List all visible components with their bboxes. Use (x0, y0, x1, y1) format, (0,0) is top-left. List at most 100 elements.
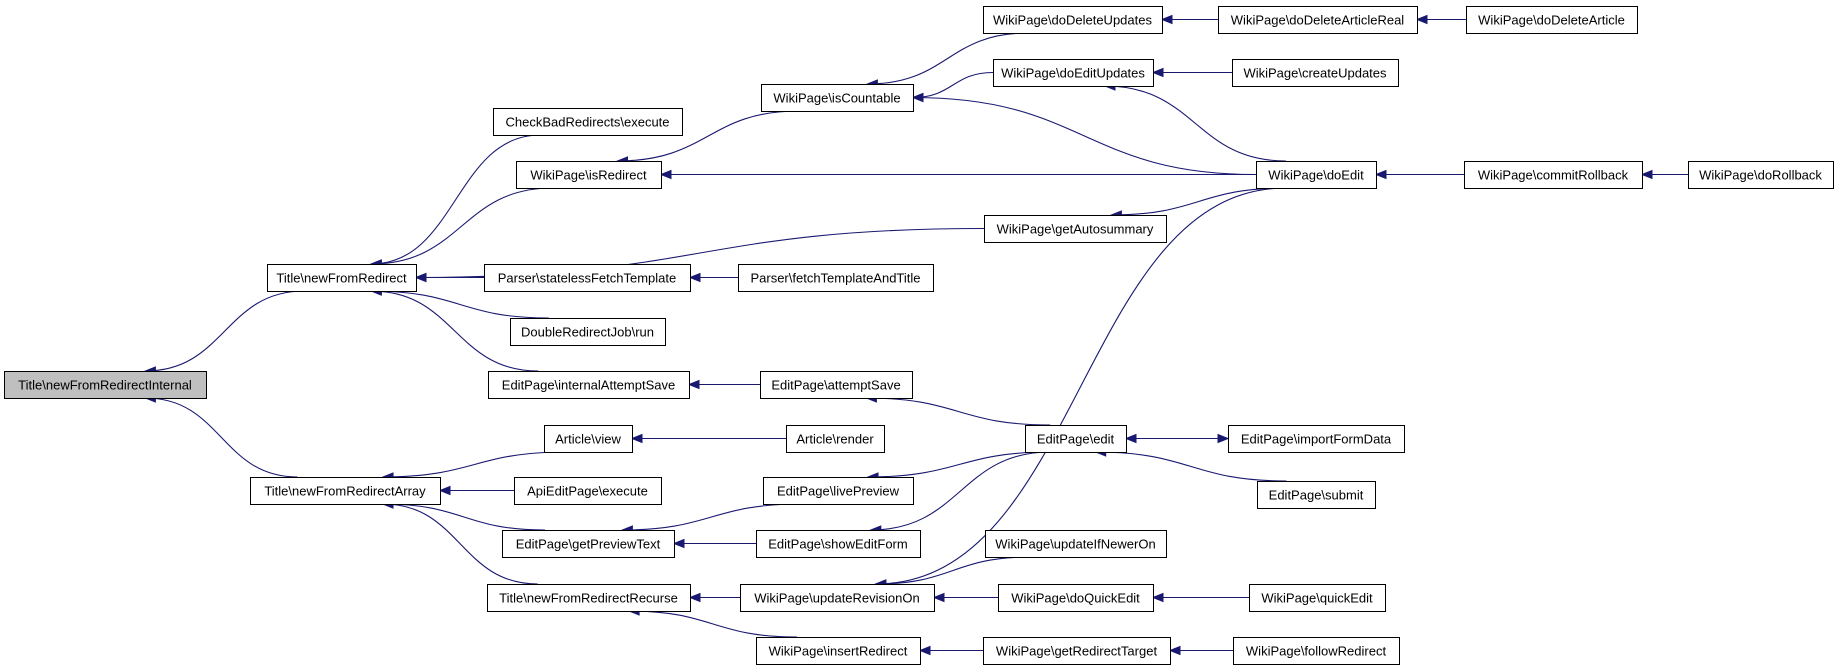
node-box (1688, 161, 1834, 189)
node-wikipage-isredirect[interactable]: WikiPage\isRedirect (516, 161, 662, 189)
node-editpage-importformdata[interactable]: EditPage\importFormData (1228, 425, 1405, 453)
node-wikipage-dorollback[interactable]: WikiPage\doRollback (1688, 161, 1834, 189)
arrowhead-35 (688, 592, 701, 603)
node-article-view[interactable]: Article\view (544, 425, 633, 453)
node-wikipage-updaterevisionon[interactable]: WikiPage\updateRevisionOn (740, 584, 935, 612)
node-wikipage-updateifneweron[interactable]: WikiPage\updateIfNewerOn (985, 530, 1167, 558)
node-doubleredirectjob-run[interactable]: DoubleRedirectJob\run (510, 318, 666, 346)
arrowhead-13 (659, 169, 672, 180)
node-title-newfromredirectrecurse[interactable]: Title\newFromRedirectRecurse (487, 584, 691, 612)
node-box (516, 161, 662, 189)
edge-wikipage-updateifneweron-to-wikipage-updaterevisionon (875, 556, 1031, 585)
edge-editpage-edit-to-editpage-showeditform (870, 451, 1051, 531)
node-wikipage-iscountable[interactable]: WikiPage\isCountable (761, 84, 914, 112)
node-box (514, 477, 662, 505)
node-box (761, 84, 914, 112)
node-editpage-attemptsave[interactable]: EditPage\attemptSave (760, 371, 913, 399)
node-label: WikiPage\doQuickEdit (1011, 591, 1140, 606)
edge-wikipage-doedit-to-wikipage-doeditupdates (1104, 85, 1287, 162)
node-box (250, 477, 441, 505)
node-label: WikiPage\doEditUpdates (1001, 66, 1145, 81)
node-box (1228, 425, 1405, 453)
node-editpage-livepreview[interactable]: EditPage\livePreview (763, 477, 914, 505)
node-label: Title\newFromRedirect (276, 271, 407, 286)
edges-layer (144, 14, 1688, 656)
node-box (1025, 425, 1127, 453)
node-wikipage-quickedit[interactable]: WikiPage\quickEdit (1249, 584, 1386, 612)
node-wikipage-doquickedit[interactable]: WikiPage\doQuickEdit (998, 584, 1154, 612)
node-wikipage-doedit[interactable]: WikiPage\doEdit (1256, 161, 1377, 189)
node-editpage-getpreviewtext[interactable]: EditPage\getPreviewText (502, 530, 675, 558)
arrowhead-29 (672, 538, 685, 549)
arrowhead-19 (1151, 67, 1164, 78)
node-wikipage-followredirect[interactable]: WikiPage\followRedirect (1233, 637, 1400, 665)
node-box (786, 425, 885, 453)
node-box (998, 584, 1154, 612)
node-wikipage-dodeletearticlereal[interactable]: WikiPage\doDeleteArticleReal (1218, 6, 1418, 34)
edge-wikipage-dodeleteupdates-to-wikipage-iscountable (867, 32, 1028, 85)
node-box (1218, 6, 1418, 34)
node-wikipage-dodeletearticle[interactable]: WikiPage\doDeleteArticle (1466, 6, 1638, 34)
node-box (1257, 481, 1376, 509)
node-label: WikiPage\insertRedirect (769, 644, 908, 659)
node-box (1233, 637, 1400, 665)
node-label: DoubleRedirectJob\run (521, 325, 654, 340)
node-label: EditPage\importFormData (1241, 432, 1392, 447)
node-checkbadredirects-execute[interactable]: CheckBadRedirects\execute (493, 108, 683, 136)
node-label: WikiPage\updateRevisionOn (754, 591, 919, 606)
node-label: Parser\statelessFetchTemplate (498, 271, 676, 286)
node-label: WikiPage\quickEdit (1261, 591, 1373, 606)
node-box (1232, 59, 1399, 87)
node-label: Title\newFromRedirectInternal (18, 378, 192, 393)
node-editpage-internalattemptsave[interactable]: EditPage\internalAttemptSave (488, 371, 690, 399)
node-box (493, 108, 683, 136)
node-label: EditPage\edit (1037, 432, 1115, 447)
node-label: EditPage\attemptSave (771, 378, 900, 393)
arrowhead-16 (911, 92, 924, 103)
node-box (983, 6, 1163, 34)
arrowhead-18 (1415, 14, 1428, 25)
node-label: EditPage\showEditForm (768, 537, 907, 552)
node-title-newfromredirect[interactable]: Title\newFromRedirect (267, 264, 417, 292)
node-label: ApiEditPage\execute (527, 484, 648, 499)
node-editpage-submit[interactable]: EditPage\submit (1257, 481, 1376, 509)
node-editpage-showeditform[interactable]: EditPage\showEditForm (756, 530, 921, 558)
node-wikipage-getredirecttarget[interactable]: WikiPage\getRedirectTarget (983, 637, 1171, 665)
node-parser-statelessfetchtemplate[interactable]: Parser\statelessFetchTemplate (484, 264, 691, 292)
nodes-layer: Title\newFromRedirectInternalTitle\newFr… (4, 6, 1834, 665)
node-box (1249, 584, 1386, 612)
node-title-newfromredirectinternal[interactable]: Title\newFromRedirectInternal (4, 371, 207, 399)
node-box (1466, 6, 1638, 34)
arrowhead-25 (687, 379, 700, 390)
node-label: WikiPage\getRedirectTarget (996, 644, 1158, 659)
node-box (983, 637, 1171, 665)
node-wikipage-dodeleteupdates[interactable]: WikiPage\doDeleteUpdates (983, 6, 1163, 34)
edge-wikipage-doedit-to-wikipage-updaterevisionon (875, 187, 1287, 585)
edge-title-newfromredirectrecurse-to-title-newfromredirectarray (382, 503, 538, 585)
edge-article-view-to-title-newfromredirectarray (382, 451, 567, 478)
arrowhead-23 (1640, 169, 1653, 180)
arrowhead-40 (1151, 592, 1164, 603)
node-label: WikiPage\doDeleteUpdates (993, 13, 1152, 28)
node-wikipage-createupdates[interactable]: WikiPage\createUpdates (1232, 59, 1399, 87)
node-wikipage-getautosummary[interactable]: WikiPage\getAutosummary (984, 215, 1167, 243)
node-title-newfromredirectarray[interactable]: Title\newFromRedirectArray (250, 477, 441, 505)
node-wikipage-commitrollback[interactable]: WikiPage\commitRollback (1464, 161, 1643, 189)
edge-title-newfromredirectarray-to-title-newfromredirectinternal (145, 397, 298, 478)
node-wikipage-insertredirect[interactable]: WikiPage\insertRedirect (756, 637, 921, 665)
node-article-render[interactable]: Article\render (786, 425, 885, 453)
node-wikipage-doeditupdates[interactable]: WikiPage\doEditUpdates (993, 59, 1154, 87)
node-apieditpage-execute[interactable]: ApiEditPage\execute (514, 477, 662, 505)
edge-wikipage-doeditupdates-to-wikipage-iscountable (912, 71, 994, 99)
node-box (763, 477, 914, 505)
node-box (267, 264, 417, 292)
node-editpage-edit[interactable]: EditPage\edit (1025, 425, 1127, 453)
node-label: Article\render (796, 432, 874, 447)
arrowhead-33 (1217, 433, 1230, 444)
node-parser-fetchtemplateandtitle[interactable]: Parser\fetchTemplateAndTitle (738, 264, 934, 292)
node-label: Title\newFromRedirectRecurse (499, 591, 678, 606)
arrowhead-5 (414, 272, 427, 283)
node-box (488, 371, 690, 399)
edge-editpage-livepreview-to-editpage-getpreviewtext (622, 503, 801, 531)
